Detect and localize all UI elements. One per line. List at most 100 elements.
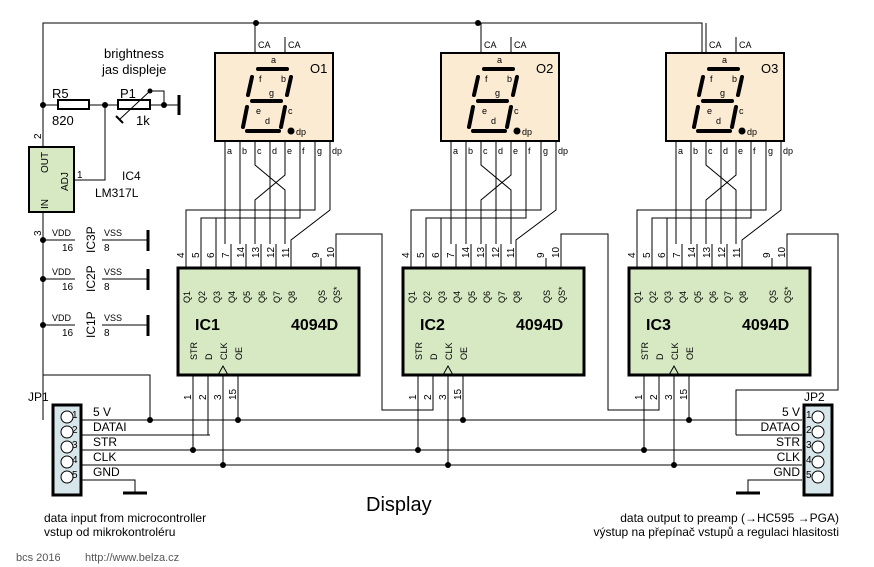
- ic-top-pin-number: 14: [461, 246, 472, 258]
- power-ic-name: IC3P: [84, 226, 98, 253]
- ic-top-pin-label: Q8: [512, 291, 522, 303]
- connector-pin: [811, 410, 825, 424]
- display-pin-label: a: [453, 146, 458, 156]
- connector-pin: [60, 410, 74, 424]
- connector-pin-number: 4: [806, 455, 812, 466]
- ic4-pin1: 1: [77, 170, 83, 181]
- segment-label: b: [281, 74, 286, 84]
- ic-bottom-pin-label: OE: [685, 347, 695, 360]
- footer-url: http://www.belza.cz: [85, 552, 179, 564]
- segment-label: f: [259, 74, 262, 84]
- display-pin-label: g: [317, 146, 322, 156]
- segment: [246, 75, 254, 97]
- ic-part: 4094D: [516, 317, 563, 334]
- connector-pin: [60, 455, 74, 469]
- ic-top-pin-number: 13: [251, 246, 262, 258]
- connector-pin-number: 1: [806, 410, 812, 421]
- connector-pin: [60, 425, 74, 439]
- ic-top-pin-label: QS*: [332, 286, 342, 303]
- ic-top-pin-label: Q8: [287, 291, 297, 303]
- connector-signal-label: STR: [93, 435, 117, 449]
- segment-label: g: [720, 88, 725, 98]
- vdd-pin: 16: [62, 282, 74, 293]
- ic-top-pin-label: QS*: [557, 286, 567, 303]
- ic-top-pin-label: Q4: [678, 291, 688, 303]
- ic-top-pin-label: Q2: [648, 291, 658, 303]
- ic-bottom-pin-number: 1: [408, 394, 419, 400]
- display-pin-label: b: [242, 146, 247, 156]
- connector-pin-number: 2: [806, 425, 812, 436]
- segment: [697, 75, 705, 97]
- ic-top-pin-label: Q7: [723, 291, 733, 303]
- clock-symbol: [668, 364, 680, 376]
- display-pin-label: b: [468, 146, 473, 156]
- connector-pin: [60, 470, 74, 484]
- segment-label: g: [269, 88, 274, 98]
- ic-top-pin-number: 11: [281, 247, 292, 258]
- connector-signal-label: DATAI: [93, 420, 127, 434]
- ic-bottom-pin-label: CLK: [670, 342, 680, 360]
- ca-label: CA: [258, 40, 271, 50]
- ic-bottom-pin-number: 3: [664, 394, 675, 400]
- segment-label: c: [739, 106, 744, 116]
- r5-name: R5: [52, 86, 69, 101]
- ic-top-pin-number: 5: [642, 252, 653, 258]
- ic-bottom-pin-label: CLK: [219, 342, 229, 360]
- brightness-label: brightness: [104, 46, 164, 61]
- dp-segment: [738, 127, 746, 135]
- connector-signal-label: 5 V: [782, 405, 800, 419]
- ic-top-pin-label: Q5: [242, 291, 252, 303]
- vss-label: VSS: [104, 228, 122, 238]
- display-pin-label: g: [768, 146, 773, 156]
- connector-pin: [811, 440, 825, 454]
- ic-bottom-pin-label: OE: [234, 347, 244, 360]
- ic-top-pin-number: 13: [702, 246, 713, 258]
- power-ic-name: IC1P: [84, 311, 98, 338]
- segment-label: f: [710, 74, 713, 84]
- connector-signal-label: GND: [773, 465, 800, 479]
- display-pin-label: f: [753, 146, 756, 156]
- connector-signal-label: CLK: [777, 450, 800, 464]
- vdd-label: VDD: [52, 228, 72, 238]
- ic-top-pin-number: 4: [176, 252, 187, 258]
- ic-top-pin-label: Q7: [272, 291, 282, 303]
- ic-top-pin-number: 5: [416, 252, 427, 258]
- ic-bottom-pin-number: 1: [183, 394, 194, 400]
- connector-pin-number: 5: [806, 470, 812, 481]
- ic-bottom-pin-number: 3: [438, 394, 449, 400]
- ca-label: CA: [514, 40, 527, 50]
- segment: [472, 75, 480, 97]
- connector-pin-number: 5: [72, 470, 78, 481]
- ic-top-pin-label: Q6: [257, 291, 267, 303]
- segment-label: b: [507, 74, 512, 84]
- display-pin-label: e: [738, 146, 743, 156]
- ic4-regulator: [28, 146, 75, 213]
- segment-label: e: [256, 106, 261, 116]
- display-pin-label: a: [678, 146, 683, 156]
- ic-bottom-pin-label: STR: [640, 341, 650, 360]
- display-pin-label: a: [227, 146, 232, 156]
- ic-top-pin-label: QS: [317, 290, 327, 303]
- vdd-label: VDD: [52, 313, 72, 323]
- wire: [425, 158, 527, 244]
- ic-top-pin-number: 4: [627, 252, 638, 258]
- ic-top-pin-number: 6: [657, 252, 668, 258]
- segment-label: g: [495, 88, 500, 98]
- ic-bottom-pin-number: 15: [453, 388, 464, 400]
- display-pin-label: f: [528, 146, 531, 156]
- ic-name: IC1: [195, 317, 220, 334]
- ic-top-pin-number: 14: [687, 246, 698, 258]
- segment-label: c: [288, 106, 293, 116]
- ic4-pin-out-label: OUT: [40, 152, 51, 173]
- ic-top-pin-label: Q1: [182, 291, 192, 303]
- segment-label: c: [514, 106, 519, 116]
- dp-segment: [287, 127, 295, 135]
- display-pin-label: d: [723, 146, 728, 156]
- segment-label: d: [265, 116, 270, 126]
